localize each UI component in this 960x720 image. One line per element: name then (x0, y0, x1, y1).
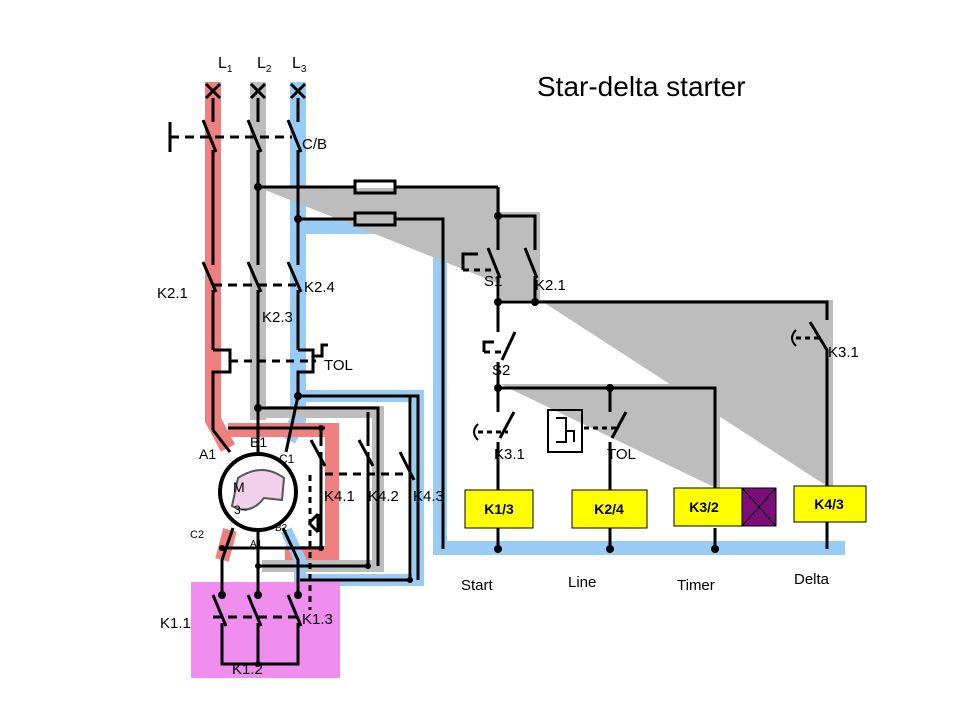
c2-label: C2 (190, 529, 204, 541)
k1-2-label: K1.2 (232, 661, 263, 678)
k4-2-label: K4.2 (368, 488, 399, 505)
supply-l2-label: L2 (257, 55, 272, 75)
k2-1-power-label: K2.1 (157, 285, 188, 302)
coil-captions: Start Line Timer Delta (461, 571, 830, 594)
supply-l1-label: L1 (218, 55, 233, 75)
diagram-title: Star-delta starter (537, 71, 746, 102)
tol-control-label: TOL (607, 446, 636, 463)
motor-phase-label: 3~ (234, 503, 248, 517)
rotation-arrow-icon (230, 469, 286, 511)
coil-k3-label: K3/2 (689, 499, 719, 515)
k3-1-left-label: K3.1 (494, 446, 525, 463)
c1-label: C1 (279, 452, 295, 466)
motor-m-label: M (233, 479, 245, 495)
caption-timer: Timer (677, 577, 715, 594)
coil-k3-box (673, 487, 743, 527)
coil-k4-label: K4/3 (814, 496, 844, 512)
k1-3-label: K1.3 (302, 611, 333, 628)
k1-1-label: K1.1 (160, 615, 191, 632)
caption-line: Line (568, 574, 596, 591)
motor: M 3~ (218, 452, 298, 532)
coil-k2-box (571, 489, 648, 529)
s1-label: S1 (484, 273, 502, 290)
coil-k1-label: K1/3 (484, 501, 514, 517)
component-labels: C/B K2.1 K2.4 K2.3 TOL A1 B1 C1 C2 A1 B2… (157, 136, 859, 678)
coil-k1-box (464, 489, 534, 529)
b2-label: B2 (275, 523, 288, 534)
junction-dots (218, 183, 719, 667)
supply-l3-label: L3 (292, 55, 307, 75)
wiring (168, 82, 829, 666)
tol-power-label: TOL (324, 357, 353, 374)
k3-1-right-label: K3.1 (828, 344, 859, 361)
coils: K1/3 K2/4 K3/2 K4/3 (464, 485, 867, 529)
motor-lower-blue (280, 527, 306, 582)
s2-label: S2 (492, 362, 510, 379)
b1-label: B1 (250, 434, 267, 450)
k4-3-label: K4.3 (413, 488, 444, 505)
timer-cross-icon (741, 487, 777, 527)
coil-k4-box (793, 485, 867, 523)
k2-4-label: K2.4 (304, 279, 335, 296)
k4-1-label: K4.1 (324, 488, 355, 505)
coil-k2-label: K2/4 (594, 501, 624, 517)
caption-delta: Delta (794, 571, 830, 588)
k2-1-control-label: K2.1 (535, 277, 566, 294)
k2-3-label: K2.3 (262, 309, 293, 326)
circuit-breaker-label: C/B (302, 136, 327, 153)
caption-start: Start (461, 577, 494, 594)
supply-labels: L1 L2 L3 (218, 55, 307, 75)
a1-bottom-label: A1 (250, 539, 263, 550)
a1-left-label: A1 (199, 446, 216, 462)
